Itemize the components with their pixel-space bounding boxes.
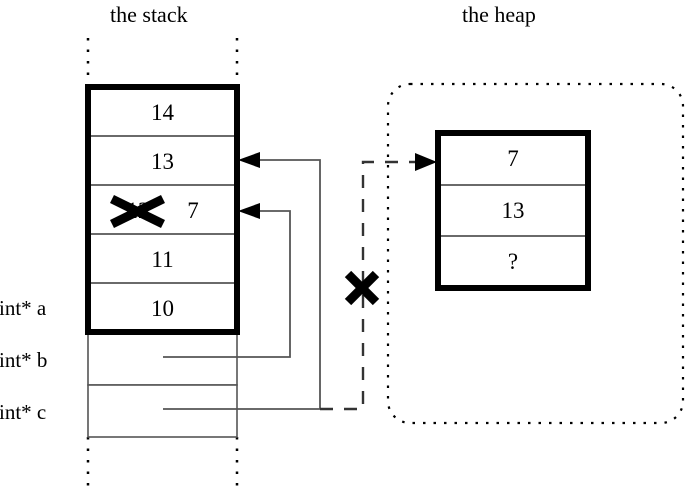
- stack-var-cell-c: [87, 384, 238, 438]
- heap-title: the heap: [462, 2, 536, 27]
- stack-cell-value-3: 11: [151, 247, 174, 272]
- stack-allocated-block: [85, 84, 240, 335]
- pointer-c-connector: [163, 159, 321, 410]
- stale-heap-pointer-connector: [320, 160, 424, 411]
- stale-heap-pointer-arrowhead: [415, 153, 437, 171]
- stack-cell-value-2-old: 12: [126, 198, 150, 223]
- heap-region-boundary: [386, 82, 685, 425]
- pointer-b-connector: [163, 210, 291, 358]
- var-label-c: int* c: [0, 400, 47, 424]
- heap-cell-value-2: ?: [507, 249, 519, 274]
- heap-allocated-block: [435, 130, 591, 291]
- var-label-b: int* b: [0, 348, 48, 372]
- invalid-pointer-x-icon: [344, 270, 380, 306]
- struck-value-x-icon: [110, 194, 165, 229]
- stack-var-cell-b: [87, 332, 238, 386]
- var-label-a: int* a: [0, 296, 47, 320]
- stack-cell-value-0: 14: [151, 100, 174, 125]
- stack-cell-value-1: 13: [151, 149, 174, 174]
- stack-title: the stack: [110, 2, 188, 27]
- heap-cell-value-1: 13: [501, 198, 525, 223]
- pointer-c-arrowhead: [238, 152, 260, 168]
- stack-cell-value-2-new: 7: [187, 198, 199, 223]
- heap-cell-value-0: 7: [507, 146, 519, 171]
- pointer-b-arrowhead: [238, 203, 260, 219]
- stack-cell-value-4: 10: [151, 296, 174, 321]
